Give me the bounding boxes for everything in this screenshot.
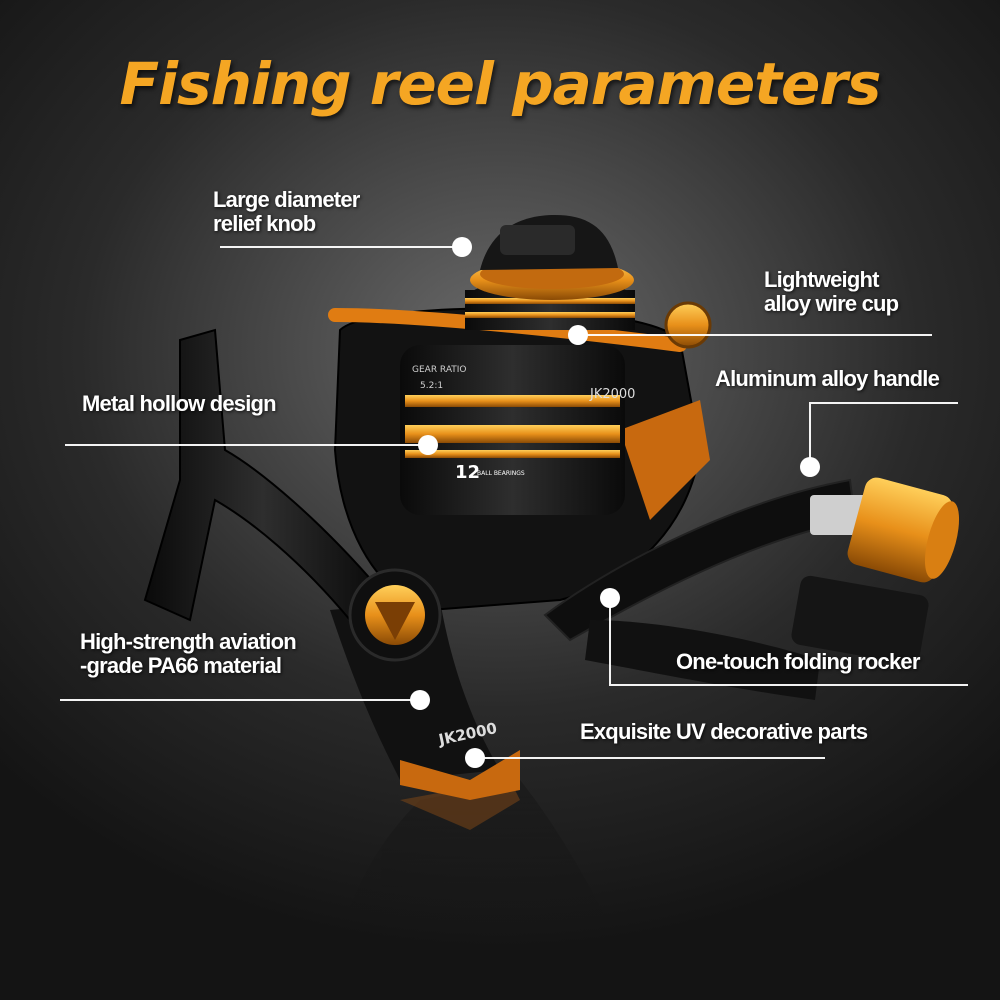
callout-rocker: One-touch folding rocker	[676, 650, 920, 674]
callout-material-line-2: -grade PA66 material	[80, 653, 282, 678]
reflection	[330, 780, 640, 990]
callout-dots	[410, 237, 820, 768]
bearings-label: BALL BEARINGS	[477, 470, 525, 477]
gear-ratio-label: GEAR RATIO	[412, 365, 467, 375]
callout-knob-line-2: relief knob	[213, 211, 316, 236]
page-title: Fishing reel parameters	[119, 50, 882, 118]
callout-rocker-line-1: One-touch folding rocker	[676, 649, 920, 674]
callout-hollow-line-1: Metal hollow design	[82, 391, 277, 416]
spool-model-text: JK2000	[589, 387, 635, 402]
callout-wire-cup-line-2: alloy wire cup	[764, 291, 899, 316]
callout-lines	[60, 246, 968, 759]
callout-handle: Aluminum alloy handle	[715, 366, 940, 391]
callout-hollow: Metal hollow design	[82, 391, 277, 416]
callout-uv-parts-line-1: Exquisite UV decorative parts	[580, 719, 868, 744]
callout-wire-cup-line-1: Lightweight	[764, 267, 879, 292]
callout-material: High-strength aviation -grade PA66 mater…	[80, 629, 297, 678]
callout-handle-line-1: Aluminum alloy handle	[715, 366, 940, 391]
callout-knob: Large diameter relief knob	[213, 188, 360, 236]
callout-uv-parts: Exquisite UV decorative parts	[580, 719, 868, 744]
callout-wire-cup: Lightweight alloy wire cup	[764, 267, 899, 316]
callout-knob-line-1: Large diameter	[213, 187, 360, 212]
callout-material-line-1: High-strength aviation	[80, 629, 297, 654]
gear-ratio-value: 5.2:1	[420, 381, 443, 391]
bearings-count: 12	[455, 462, 480, 483]
